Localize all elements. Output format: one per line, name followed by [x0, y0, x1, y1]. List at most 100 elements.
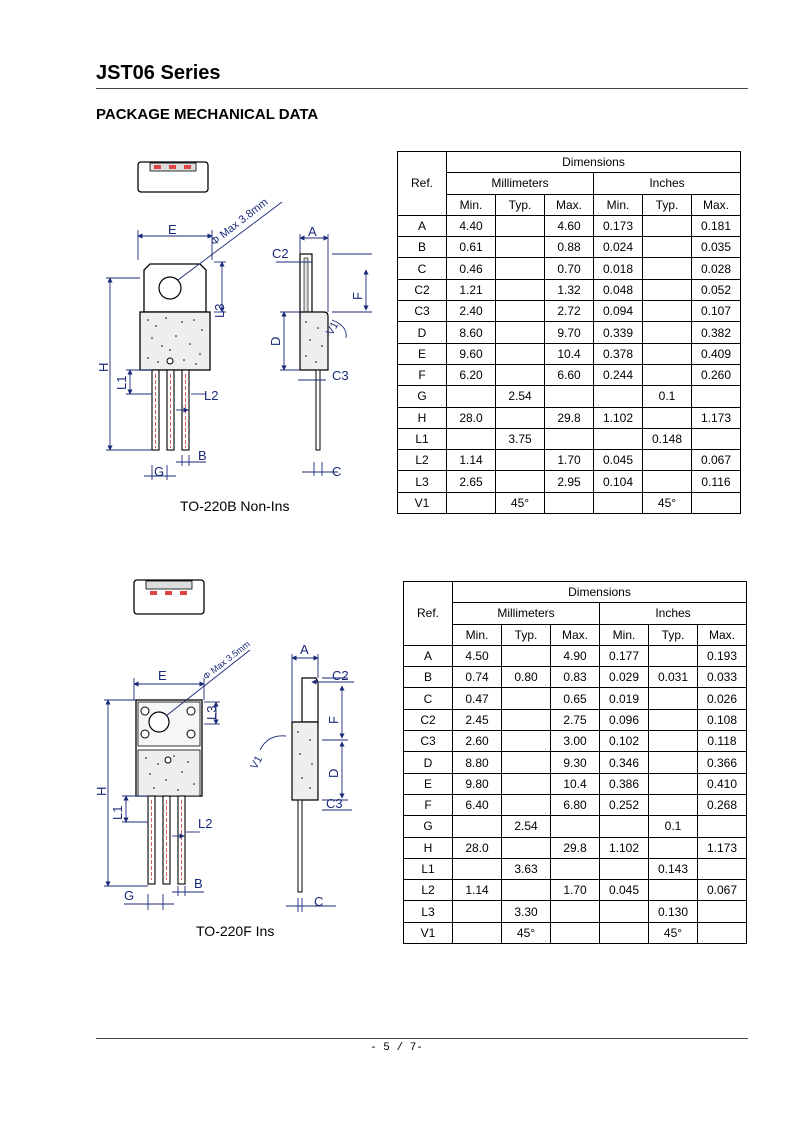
page-number: - 5 / 7-	[370, 1042, 423, 1054]
value-cell	[599, 921, 649, 945]
value-cell: 0.031	[648, 666, 698, 689]
ref-cell: C3	[403, 730, 453, 753]
value-cell: 28.0	[446, 406, 496, 429]
p1-label-L2: L2	[204, 388, 218, 403]
ref-cell: C3	[397, 300, 447, 323]
value-cell	[642, 214, 692, 238]
typ-header: Typ.	[495, 193, 545, 216]
value-cell: 9.30	[550, 751, 600, 774]
p1-label-E: E	[168, 222, 177, 237]
value-cell: 0.118	[697, 730, 747, 753]
ref-cell: V1	[403, 921, 453, 945]
ref-cell: D	[403, 751, 453, 774]
value-cell	[501, 687, 551, 710]
value-cell: 1.70	[544, 449, 594, 472]
value-cell: 2.45	[452, 708, 502, 732]
value-cell	[648, 751, 698, 774]
value-cell: 0.47	[452, 687, 502, 710]
value-cell	[642, 406, 692, 429]
p1-label-F: F	[350, 292, 365, 300]
ref-cell: V1	[397, 491, 447, 515]
value-cell: 9.70	[544, 321, 594, 344]
section-title: PACKAGE MECHANICAL DATA	[96, 106, 319, 123]
value-cell	[452, 857, 502, 881]
millimeters-header: Millimeters	[446, 172, 594, 195]
value-cell	[452, 900, 502, 923]
p1-label-L1: L1	[114, 376, 129, 390]
value-cell: 0.378	[593, 342, 643, 365]
value-cell	[642, 236, 692, 259]
ref-cell: G	[397, 385, 447, 408]
value-cell	[593, 427, 643, 451]
value-cell	[648, 730, 698, 753]
value-cell: 6.20	[446, 363, 496, 387]
value-cell	[593, 385, 643, 408]
value-cell: 2.75	[550, 708, 600, 732]
min-header: Min.	[446, 193, 496, 216]
value-cell: 4.40	[446, 214, 496, 238]
max-header: Max.	[550, 623, 600, 646]
package2-drawing: E Φ Max 3.5mm H L3 L1 L2 B G A C2 F D V1…	[96, 579, 354, 912]
value-cell	[599, 857, 649, 881]
p2-label-F: F	[326, 716, 341, 724]
value-cell: 4.50	[452, 644, 502, 668]
value-cell: 0.026	[697, 687, 747, 710]
value-cell: 0.260	[691, 363, 741, 387]
value-cell	[495, 449, 545, 472]
package1-caption: TO-220B Non-Ins	[180, 498, 290, 514]
p1-label-C: C	[332, 464, 341, 479]
value-cell: 9.60	[446, 342, 496, 365]
min-header: Min.	[452, 623, 502, 646]
value-cell	[495, 278, 545, 302]
min-header: Min.	[593, 193, 643, 216]
value-cell: 10.4	[550, 772, 600, 795]
value-cell: 1.14	[452, 879, 502, 902]
value-cell: 0.104	[593, 470, 643, 493]
p2-label-L3: L3	[204, 706, 219, 720]
value-cell	[648, 644, 698, 668]
value-cell: 1.102	[593, 406, 643, 429]
value-cell	[446, 491, 496, 515]
value-cell: 9.80	[452, 772, 502, 795]
value-cell: 0.268	[697, 793, 747, 817]
p2-label-L1: L1	[110, 806, 125, 820]
value-cell	[593, 491, 643, 515]
value-cell: 1.173	[691, 406, 741, 429]
value-cell: 28.0	[452, 836, 502, 859]
title-divider	[96, 88, 748, 89]
value-cell	[452, 921, 502, 945]
value-cell	[642, 300, 692, 323]
value-cell	[642, 278, 692, 302]
value-cell	[495, 406, 545, 429]
ref-cell: F	[397, 363, 447, 387]
p1-label-B: B	[198, 448, 207, 463]
value-cell: 2.40	[446, 300, 496, 323]
p1-label-H: H	[96, 363, 111, 372]
p2-label-H: H	[96, 787, 109, 796]
value-cell	[642, 470, 692, 493]
dimensions-header: Dimensions	[446, 150, 741, 174]
ref-cell: L1	[403, 857, 453, 881]
value-cell	[691, 427, 741, 451]
value-cell: 1.32	[544, 278, 594, 302]
p1-label-C2: C2	[272, 246, 289, 261]
value-cell	[544, 427, 594, 451]
value-cell: 0.035	[691, 236, 741, 259]
value-cell: 0.045	[599, 879, 649, 902]
value-cell: 2.60	[452, 730, 502, 753]
ref-cell: L1	[397, 427, 447, 451]
value-cell: 6.80	[550, 793, 600, 817]
value-cell: 2.54	[495, 385, 545, 408]
ref-cell: C2	[397, 278, 447, 302]
